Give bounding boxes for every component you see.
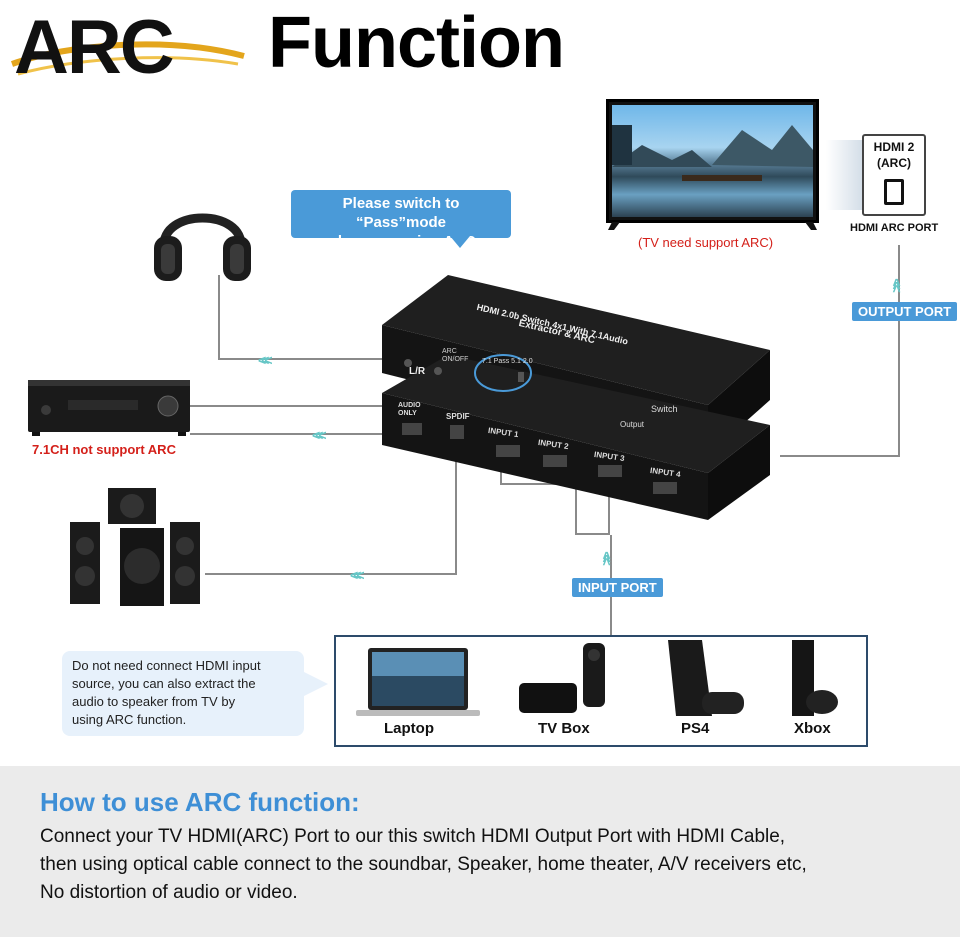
switch-button-label: Switch: [651, 404, 678, 414]
hdmi-switch-device: [382, 275, 770, 520]
instructions-line-1: Connect your TV HDMI(ARC) Port to our th…: [40, 826, 786, 847]
hdmi-arc-port-caption: HDMI ARC PORT: [850, 222, 939, 234]
switch-mode-labels: 7.1 Pass 5.1 2.0: [482, 358, 533, 365]
tv-screen: [606, 99, 819, 223]
audio-only-label: AUDIO ONLY: [398, 402, 421, 417]
hdmi-box-line-2: (ARC): [877, 156, 911, 170]
wire-output: [780, 245, 900, 457]
instructions-body: Connect your TV HDMI(ARC) Port to our th…: [40, 823, 940, 907]
instructions-title: How to use ARC function:: [40, 787, 360, 817]
device-label-ps4: PS4: [681, 720, 710, 737]
tip-line-4: using ARC function.: [72, 712, 187, 727]
hdmi-arc-port-box: HDMI 2 (ARC): [862, 134, 926, 216]
device-label-laptop: Laptop: [384, 720, 434, 737]
tip-line-2: source, you can also extract the: [72, 676, 256, 691]
arrow-to-receiver-icon: <<<: [312, 427, 326, 443]
output-label: Output: [620, 420, 645, 429]
speaker-system-icon: [70, 488, 200, 606]
tv-note: (TV need support ARC): [638, 235, 774, 250]
arc-logo-text: ARC: [14, 5, 175, 90]
switch-arc-label: ARC ON/OFF: [442, 348, 469, 363]
instructions-line-3: No distortion of audio or video.: [40, 882, 298, 903]
port-highlight-beam: [826, 140, 862, 210]
av-receiver-icon: [28, 380, 190, 436]
mode-switch-highlight: [474, 354, 532, 392]
receiver-note: 7.1CH not support ARC: [32, 442, 176, 457]
wire-receiver: [190, 405, 412, 435]
xbox-icon: [792, 640, 838, 716]
arc-logo-swoosh: [10, 41, 245, 76]
device-label-tv-box: TV Box: [538, 720, 590, 737]
audio-only-port: [402, 423, 422, 435]
page-title: Function: [268, 3, 565, 83]
switch-lr-label: L/R: [409, 366, 426, 377]
instructions-panel: [0, 766, 960, 937]
callout-line-2: when you using ARC function.: [326, 233, 476, 269]
ps4-icon: [668, 640, 744, 716]
tip-line-3: audio to speaker from TV by: [72, 694, 236, 709]
spdif-label: SPDIF: [446, 412, 470, 421]
device-label-xbox: Xbox: [794, 720, 831, 737]
tv-box-icon: [519, 643, 605, 713]
laptop-icon: [356, 648, 480, 716]
arrow-input-up-icon: <<<: [598, 551, 615, 561]
input-1-port: [496, 445, 520, 457]
hdmi-box-line-1: HDMI 2: [873, 140, 915, 154]
input-2-port: [543, 455, 567, 467]
hdmi-port-icon: [884, 179, 904, 205]
tip-line-1: Do not need connect HDMI input: [72, 658, 261, 673]
input-port-tag: INPUT PORT: [572, 578, 663, 597]
wire-input-stem: [575, 485, 610, 535]
wire-speaker: [205, 455, 457, 575]
tv-stand-icon: [608, 222, 817, 230]
tip-bubble-tail: [300, 670, 328, 698]
arc-tip-bubble: Do not need connect HDMI input source, y…: [62, 651, 304, 736]
callout-tail: [450, 236, 470, 248]
input-3-port: [598, 465, 622, 477]
input-4-port: [653, 482, 677, 494]
tv-landscape-image: [612, 105, 813, 217]
pass-mode-callout: Please switch to “Pass”mode when you usi…: [291, 190, 511, 269]
spdif-port: [450, 425, 464, 439]
arrow-output-up-icon: <<<: [888, 278, 905, 288]
arc-logo: ARC: [8, 4, 248, 90]
arrow-to-headphones-icon: <<<: [258, 352, 272, 368]
output-port-tag: OUTPUT PORT: [852, 302, 958, 321]
headphones-icon: [154, 213, 251, 281]
instructions-line-2: then using optical cable connect to the …: [40, 854, 807, 875]
callout-line-1: Please switch to “Pass”mode: [342, 195, 460, 231]
arrow-to-speaker-icon: <<<: [350, 567, 364, 583]
wire-headphones: [218, 275, 418, 360]
